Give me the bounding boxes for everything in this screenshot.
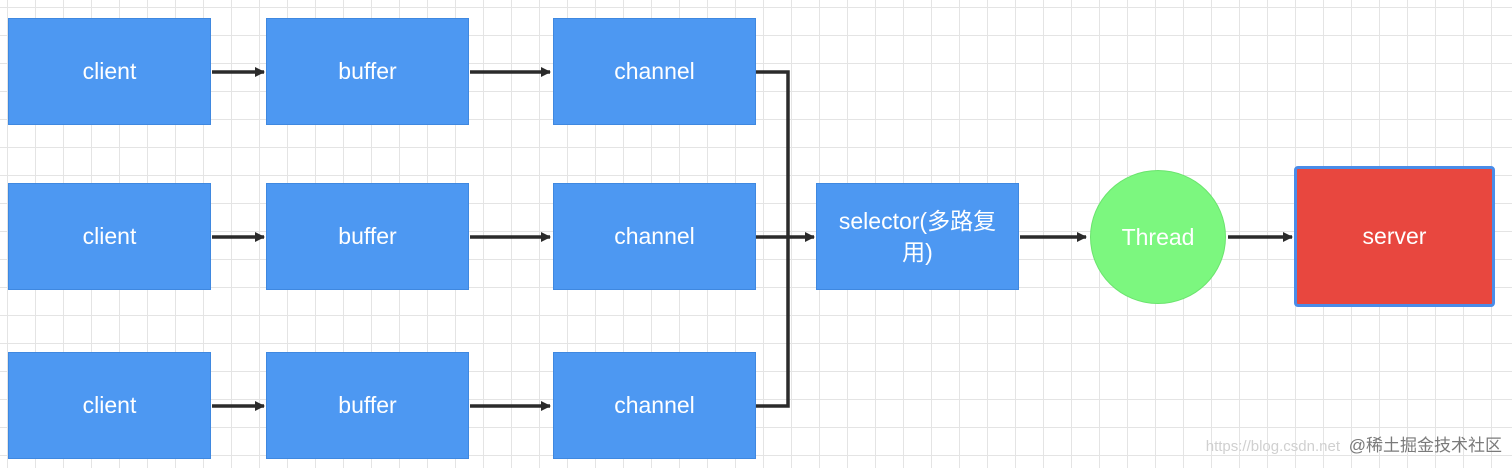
client-box-1: client: [8, 18, 211, 125]
buffer-box-2: buffer: [266, 183, 469, 290]
buffer-box-3: buffer: [266, 352, 469, 459]
selector-box: selector(多路复用): [816, 183, 1019, 290]
thread-circle: Thread: [1090, 170, 1226, 304]
watermark-url: https://blog.csdn.net: [1205, 438, 1340, 455]
server-box: server: [1294, 166, 1495, 307]
buffer-box-1: buffer: [266, 18, 469, 125]
watermark-brand: @稀土掘金技术社区: [1348, 436, 1502, 455]
connector-channel3-selector: [756, 237, 790, 408]
client-box-2: client: [8, 183, 211, 290]
client-box-3: client: [8, 352, 211, 459]
connector-channel1-selector: [756, 70, 790, 237]
watermark: https://blog.csdn.net @稀土掘金技术社区: [1206, 431, 1502, 456]
channel-box-1: channel: [553, 18, 756, 125]
channel-box-3: channel: [553, 352, 756, 459]
channel-box-2: channel: [553, 183, 756, 290]
